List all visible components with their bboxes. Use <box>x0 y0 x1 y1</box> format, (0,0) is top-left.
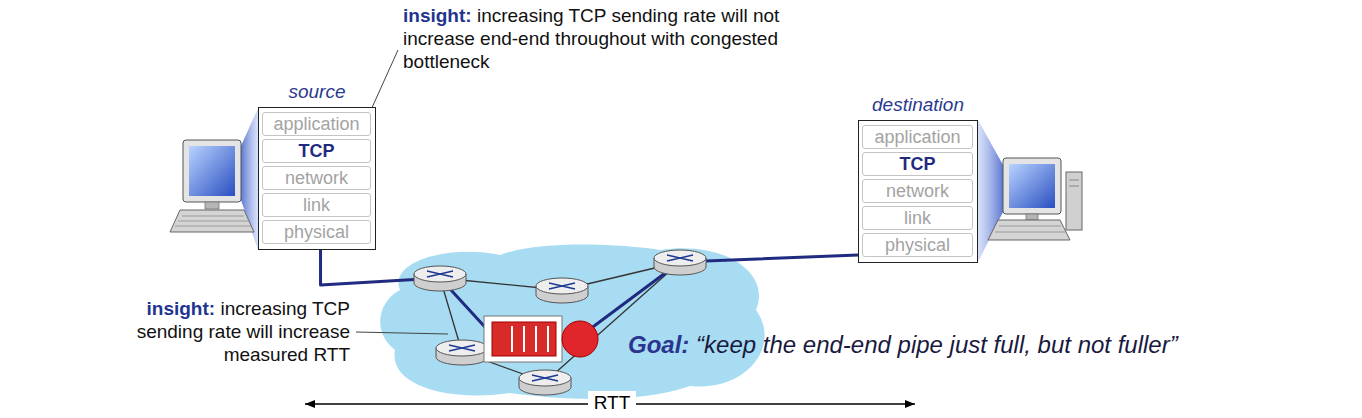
protocol-layer: physical <box>862 233 973 257</box>
layer-name: physical <box>284 222 349 242</box>
protocol-layer: link <box>862 206 973 230</box>
protocol-stack: destinationapplicationTCPnetworklinkphys… <box>858 120 978 263</box>
router-icon <box>519 370 571 395</box>
layer-name: TCP <box>299 141 335 161</box>
callout-heading: insight: <box>147 298 216 319</box>
protocol-layer: link <box>262 193 371 217</box>
leader-line <box>356 332 448 334</box>
callout-heading: insight: <box>403 5 472 26</box>
layer-name: link <box>303 195 330 215</box>
host-label: source <box>239 81 395 103</box>
layer-name: link <box>904 208 931 228</box>
router-icon <box>536 278 588 303</box>
layer-name: application <box>874 127 960 147</box>
protocol-layer: physical <box>262 220 371 244</box>
layer-name: network <box>886 181 949 201</box>
goal-heading: Goal: <box>628 331 689 358</box>
protocol-layer: TCP <box>262 139 371 163</box>
bottleneck-queue <box>484 316 598 362</box>
router-icon <box>414 266 466 291</box>
goal-text: “keep the end-end pipe just full, but no… <box>696 331 1178 358</box>
host-label: destination <box>839 94 997 116</box>
network-cloud <box>380 245 764 399</box>
protocol-layer: network <box>262 166 371 190</box>
protocol-layer: TCP <box>862 152 973 176</box>
source-computer <box>170 108 258 250</box>
goal-statement: Goal: “keep the end-end pipe just full, b… <box>628 330 1178 359</box>
layer-name: application <box>273 114 359 134</box>
insight-callout: insight:increasing TCP sending rate will… <box>125 297 350 366</box>
destination-computer <box>978 120 1082 262</box>
layer-name: physical <box>885 235 950 255</box>
router-icon <box>654 250 706 275</box>
rtt-dimension: RTT <box>588 391 637 414</box>
router-icon <box>436 340 488 365</box>
layer-name: network <box>285 168 348 188</box>
insight-callout: insight:increasing TCP sending rate will… <box>403 4 783 73</box>
protocol-layer: application <box>862 125 973 149</box>
protocol-layer: network <box>862 179 973 203</box>
protocol-layer: application <box>262 112 371 136</box>
layer-name: TCP <box>900 154 936 174</box>
dimension-label: RTT <box>594 392 631 413</box>
protocol-stack: sourceapplicationTCPnetworklinkphysical <box>258 107 376 250</box>
